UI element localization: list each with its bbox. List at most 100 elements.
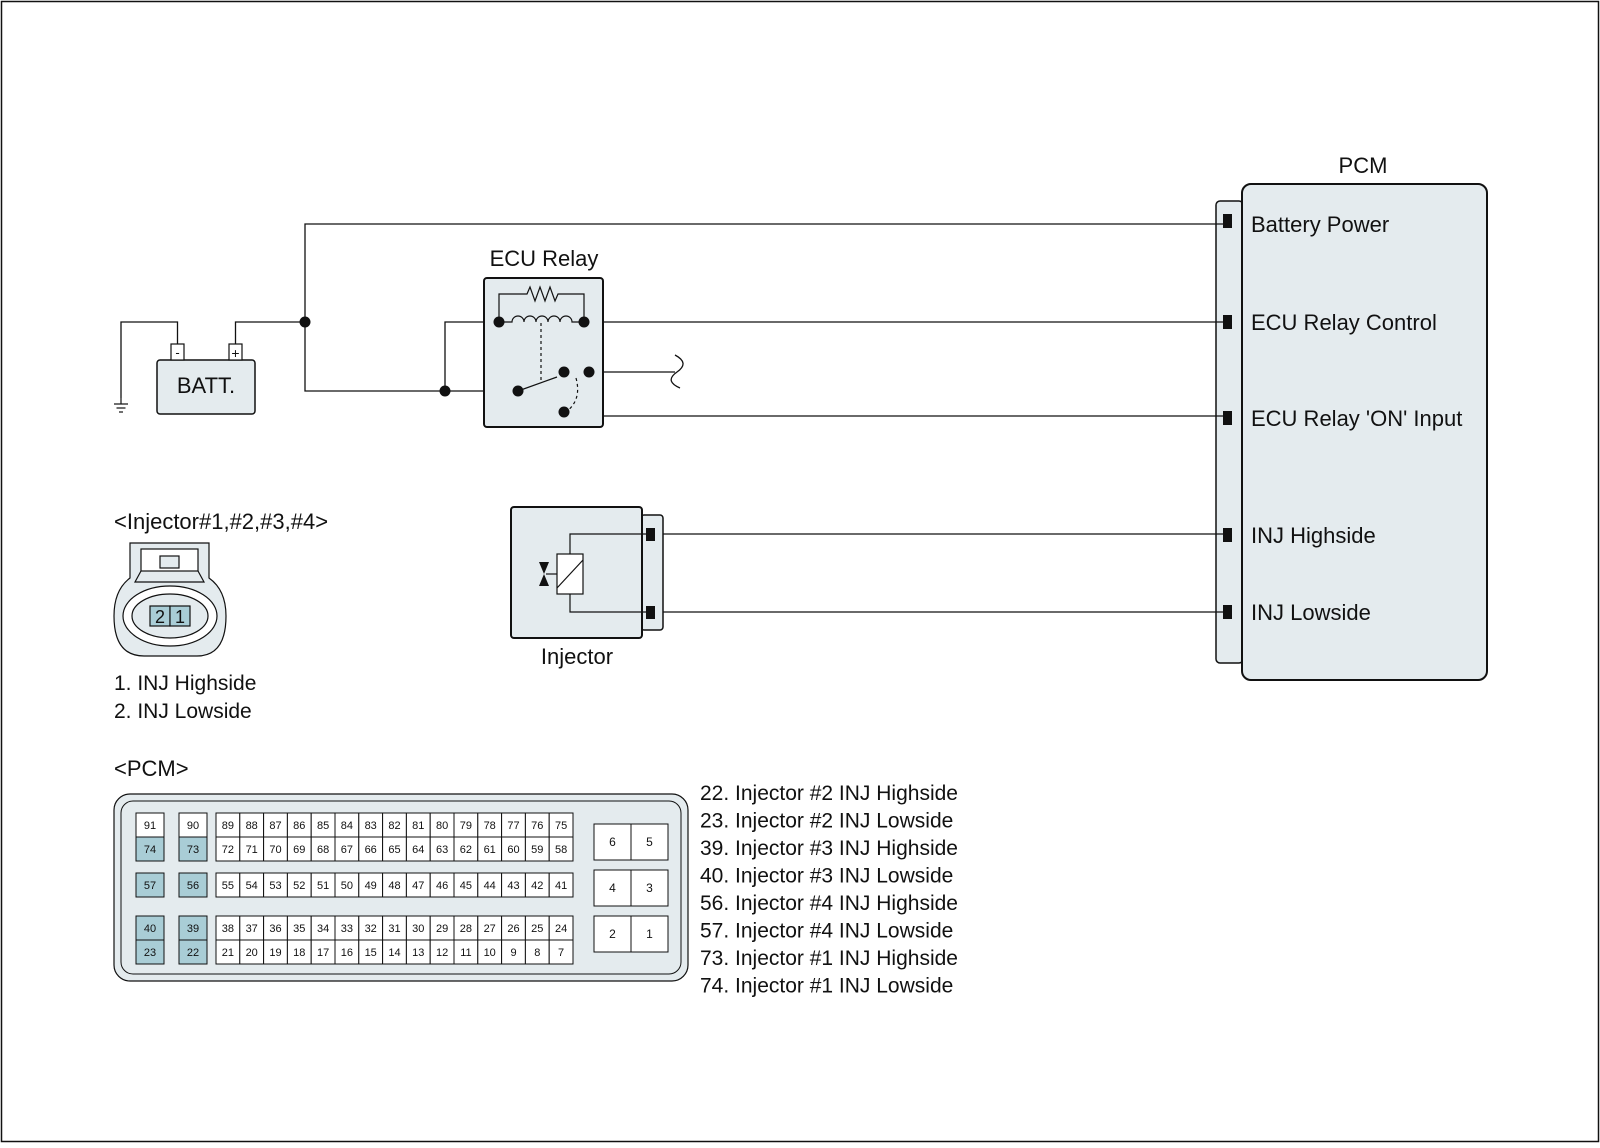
injector-internal-wire [569, 533, 646, 554]
pcm-pin-label: 55 [222, 880, 234, 892]
pcm-pin [630, 915, 669, 953]
pcm-pin [178, 836, 208, 862]
pcm-pin-desc: 56. Injector #4 INJ Highside [700, 892, 958, 915]
relay-node [583, 366, 595, 378]
relay-node [512, 385, 524, 397]
injector-terminal-lowside [646, 606, 655, 619]
relay-switch-arm [517, 376, 558, 392]
pcm-pin-label: 65 [388, 844, 400, 856]
pcm-pin-label: 18 [293, 947, 305, 959]
pcm-pin [548, 836, 574, 862]
pcm-pin [135, 872, 165, 898]
relay-armature-link [565, 377, 579, 413]
pcm-pin-label: 3 [646, 881, 653, 895]
pcm-terminal-inj-lowside [1223, 605, 1232, 619]
relay-coil-icon [499, 315, 584, 323]
pcm-pin-label: 27 [484, 923, 496, 935]
pcm-label-battery-power: Battery Power [1251, 212, 1389, 237]
pcm-pin-desc: 74. Injector #1 INJ Lowside [700, 975, 953, 998]
relay-node [578, 316, 590, 328]
pcm-pin-label: 77 [507, 820, 519, 832]
connector-latch-inner [159, 555, 180, 569]
pcm-pin-label: 45 [460, 880, 472, 892]
pcm-pin [548, 939, 574, 965]
wire-relay-output [564, 371, 1223, 417]
pcm-pin-label: 80 [436, 820, 448, 832]
pcm-pin-label: 54 [246, 880, 258, 892]
injector-connector-pin-label: 2 [155, 607, 165, 627]
junction-node [439, 385, 451, 397]
relay-box [483, 277, 604, 428]
pcm-pin-label: 83 [365, 820, 377, 832]
battery: - + BATT. [114, 343, 256, 415]
relay-node [493, 316, 505, 328]
pcm-pin-label: 59 [531, 844, 543, 856]
pcm-pin [548, 872, 574, 898]
pcm-pin-label: 79 [460, 820, 472, 832]
pcm-terminal-relay-control [1223, 315, 1232, 329]
pcm-pin-label: 9 [510, 947, 516, 959]
pcm-pin-label: 64 [412, 844, 424, 856]
pcm-pin-label: 72 [222, 844, 234, 856]
injector-connector-pin-label: 1 [175, 607, 185, 627]
pcm-pin-label: 76 [531, 820, 543, 832]
pcm-pin-label: 90 [187, 820, 199, 832]
pcm-title: PCM [1339, 153, 1388, 178]
pcm-pin-label: 87 [269, 820, 281, 832]
pcm-pin-label: 62 [460, 844, 472, 856]
pcm-pin [178, 872, 208, 898]
pcm-pin-label: 17 [317, 947, 329, 959]
pcm-pin-desc: 73. Injector #1 INJ Highside [700, 947, 958, 970]
pcm-pin-label: 89 [222, 820, 234, 832]
pcm-pin-label: 68 [317, 844, 329, 856]
pcm-pin-label: 66 [365, 844, 377, 856]
pcm-terminal-relay-on-input [1223, 411, 1232, 425]
pcm-pin-label: 44 [484, 880, 496, 892]
battery-plus-sign: + [231, 345, 239, 361]
pcm-label-inj-highside: INJ Highside [1251, 523, 1376, 548]
pcm-pin-label: 30 [412, 923, 424, 935]
pcm-pin-label: 22 [187, 947, 199, 959]
wire-relay-coil-feed [444, 321, 499, 391]
pcm-pin [593, 869, 632, 907]
pcm-pin-label: 57 [144, 880, 156, 892]
pcm-pin-label: 38 [222, 923, 234, 935]
pcm-pin-label: 7 [558, 947, 564, 959]
pcm-pin-label: 8 [534, 947, 540, 959]
injector-pin-desc: 2. INJ Lowside [114, 700, 252, 723]
pcm-pin [135, 836, 165, 862]
pcm-terminal-battery-power [1223, 214, 1232, 228]
pcm-pin-label: 61 [484, 844, 496, 856]
battery-body [156, 359, 256, 415]
pcm-pin-label: 13 [412, 947, 424, 959]
pcm-pin-label: 20 [246, 947, 258, 959]
pcm-pin-label: 28 [460, 923, 472, 935]
pcm-pin-label: 5 [646, 835, 653, 849]
pcm-pin-desc: 57. Injector #4 INJ Lowside [700, 920, 953, 943]
relay-coil-resistor-icon [498, 285, 585, 322]
pcm-pin-label: 42 [531, 880, 543, 892]
pcm-pin [135, 939, 165, 965]
pcm-pin-label: 29 [436, 923, 448, 935]
pcm-pin-label: 73 [187, 844, 199, 856]
pcm-pin-label: 11 [460, 947, 471, 959]
pcm-pin-label: 4 [609, 881, 616, 895]
wire-battery-minus-ground [120, 321, 179, 398]
relay-title: ECU Relay [490, 246, 599, 271]
pcm-pin-label: 19 [269, 947, 281, 959]
pcm-pin-label: 81 [412, 820, 424, 832]
injector-connector-pin [169, 605, 191, 627]
pcm-pin-label: 78 [484, 820, 496, 832]
injector-solenoid-icon [556, 553, 584, 595]
pcm-pin-label: 47 [412, 880, 424, 892]
injector-title: Injector [541, 644, 613, 669]
pcm-pin [178, 812, 208, 838]
injector-valve-icon-lower [539, 574, 549, 586]
pcm-pin-label: 84 [341, 820, 353, 832]
pcm-pin-label: 34 [317, 923, 329, 935]
pcm-pin-label: 56 [187, 880, 199, 892]
battery-label: BATT. [177, 373, 235, 398]
pcm-pin-label: 88 [246, 820, 258, 832]
